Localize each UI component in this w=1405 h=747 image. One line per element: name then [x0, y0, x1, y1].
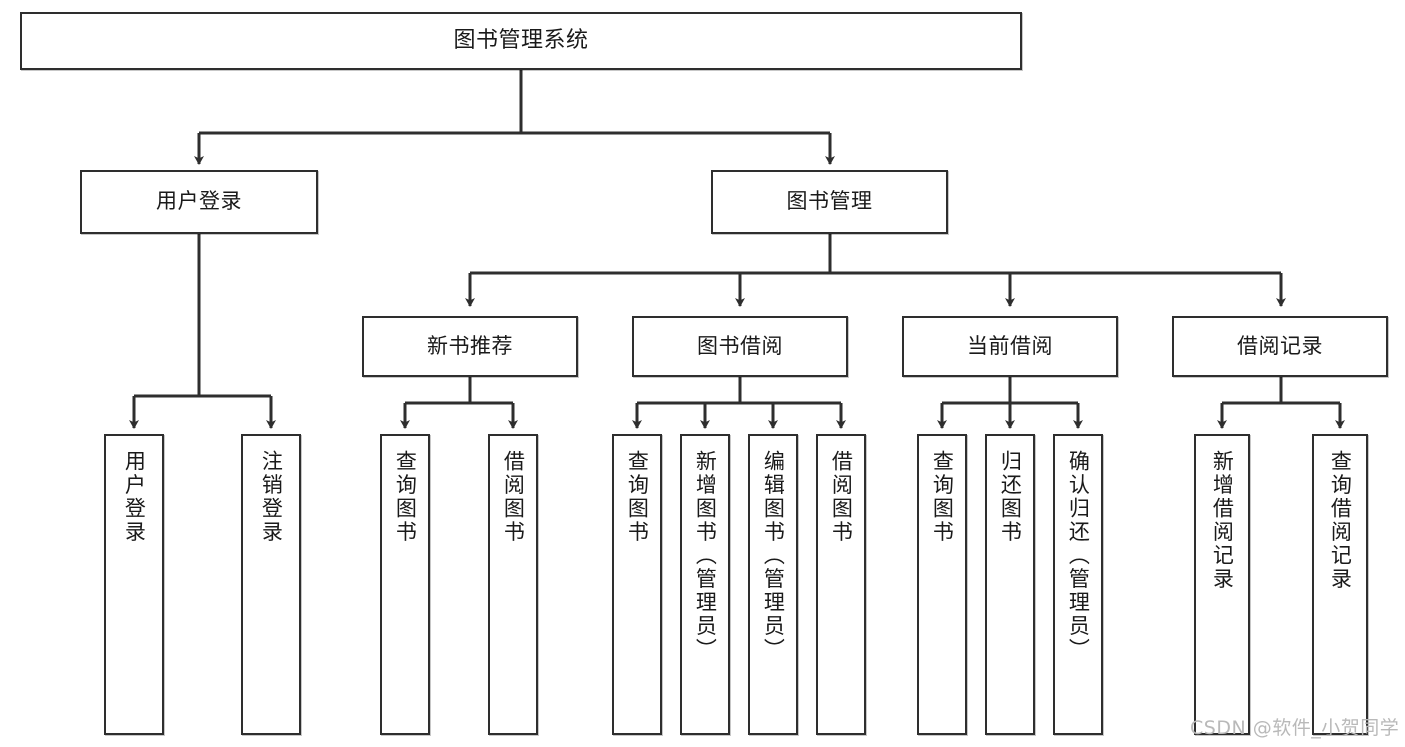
node-leaf-user-login[interactable]: 用户登录	[104, 434, 164, 735]
node-leaf-query-book-2[interactable]: 查询图书	[612, 434, 662, 735]
node-leaf-edit-book[interactable]: 编辑图书（管理员）	[748, 434, 798, 735]
node-label: 用户登录	[122, 450, 147, 544]
node-leaf-return-book[interactable]: 归还图书	[985, 434, 1035, 735]
node-label: 查询图书	[930, 450, 955, 544]
node-label: 新增图书（管理员）	[693, 450, 718, 662]
node-label: 借阅记录	[1237, 333, 1323, 358]
node-label: 确认归还（管理员）	[1066, 450, 1091, 662]
node-label: 注销登录	[259, 450, 284, 544]
node-label: 新增借阅记录	[1210, 450, 1235, 591]
node-leaf-query-book-1[interactable]: 查询图书	[380, 434, 430, 735]
node-user-login[interactable]: 用户登录	[80, 170, 318, 234]
csdn-watermark: CSDN @软件_小贺同学	[1190, 717, 1400, 739]
node-label: 当前借阅	[967, 333, 1053, 358]
node-leaf-query-record[interactable]: 查询借阅记录	[1312, 434, 1368, 735]
node-label: 新书推荐	[427, 333, 513, 358]
node-label: 图书管理	[786, 189, 873, 214]
node-label: 编辑图书（管理员）	[761, 450, 786, 662]
node-label: 查询图书	[625, 450, 650, 544]
node-leaf-borrow-book-1[interactable]: 借阅图书	[488, 434, 538, 735]
node-leaf-query-book-3[interactable]: 查询图书	[917, 434, 967, 735]
node-label: 图书管理系统	[453, 27, 589, 53]
node-leaf-confirm-return[interactable]: 确认归还（管理员）	[1053, 434, 1103, 735]
node-label: 查询借阅记录	[1328, 450, 1353, 591]
node-leaf-borrow-book-2[interactable]: 借阅图书	[816, 434, 866, 735]
node-label: 归还图书	[998, 450, 1023, 544]
node-label: 借阅图书	[829, 450, 854, 544]
node-label: 借阅图书	[501, 450, 526, 544]
node-book-borrow[interactable]: 图书借阅	[632, 316, 848, 377]
node-label: 查询图书	[393, 450, 418, 544]
node-borrow-record[interactable]: 借阅记录	[1172, 316, 1388, 377]
node-book-management[interactable]: 图书管理	[711, 170, 948, 234]
node-leaf-add-record[interactable]: 新增借阅记录	[1194, 434, 1250, 735]
node-label: 图书借阅	[697, 333, 783, 358]
node-new-book-recommend[interactable]: 新书推荐	[362, 316, 578, 377]
node-leaf-add-book[interactable]: 新增图书（管理员）	[680, 434, 730, 735]
node-leaf-logout-login[interactable]: 注销登录	[241, 434, 301, 735]
node-label: 用户登录	[156, 189, 242, 214]
node-root-system[interactable]: 图书管理系统	[20, 12, 1022, 70]
node-current-borrow[interactable]: 当前借阅	[902, 316, 1118, 377]
